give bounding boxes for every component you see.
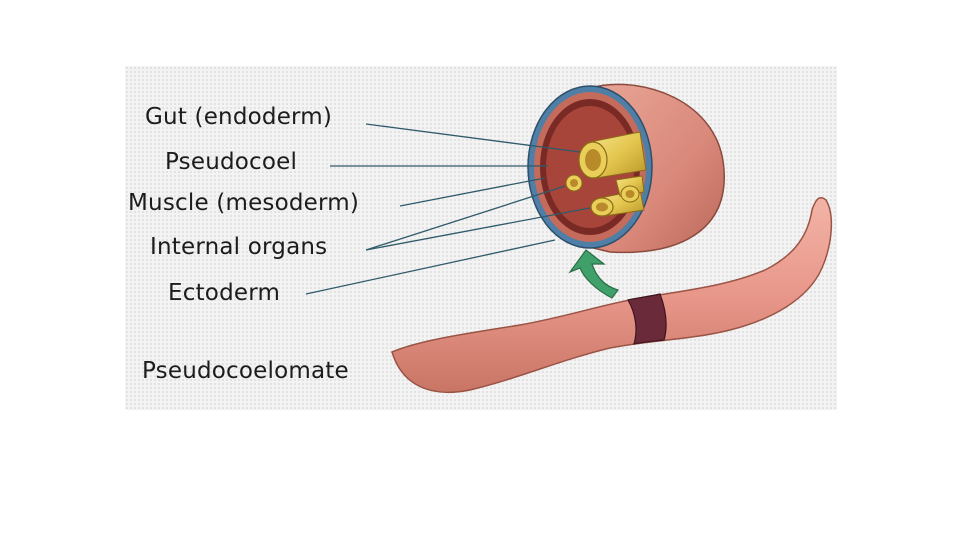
zoom-arrow xyxy=(568,249,620,299)
worm-body xyxy=(391,197,833,394)
leader-gut xyxy=(365,123,581,153)
organ-tube-1 xyxy=(565,174,583,192)
label-pseudocoelomate: Pseudocoelomate xyxy=(142,358,349,384)
label-muscle-mesoderm: Muscle (mesoderm) xyxy=(128,190,360,216)
leader-organs-1 xyxy=(365,185,566,251)
label-ectoderm: Ectoderm xyxy=(168,280,281,306)
worm-band xyxy=(627,293,667,345)
label-pseudocoel: Pseudocoel xyxy=(165,149,298,175)
leader-organs-2 xyxy=(365,207,591,251)
leader-ectoderm xyxy=(305,239,556,295)
organ-tube-2 xyxy=(590,189,645,217)
organ-tube-3 xyxy=(615,175,645,203)
figure-background xyxy=(125,66,837,410)
label-gut-endoderm: Gut (endoderm) xyxy=(145,104,333,130)
gut-tube xyxy=(578,131,647,179)
label-internal-organs: Internal organs xyxy=(150,234,328,260)
leader-muscle xyxy=(399,177,546,207)
